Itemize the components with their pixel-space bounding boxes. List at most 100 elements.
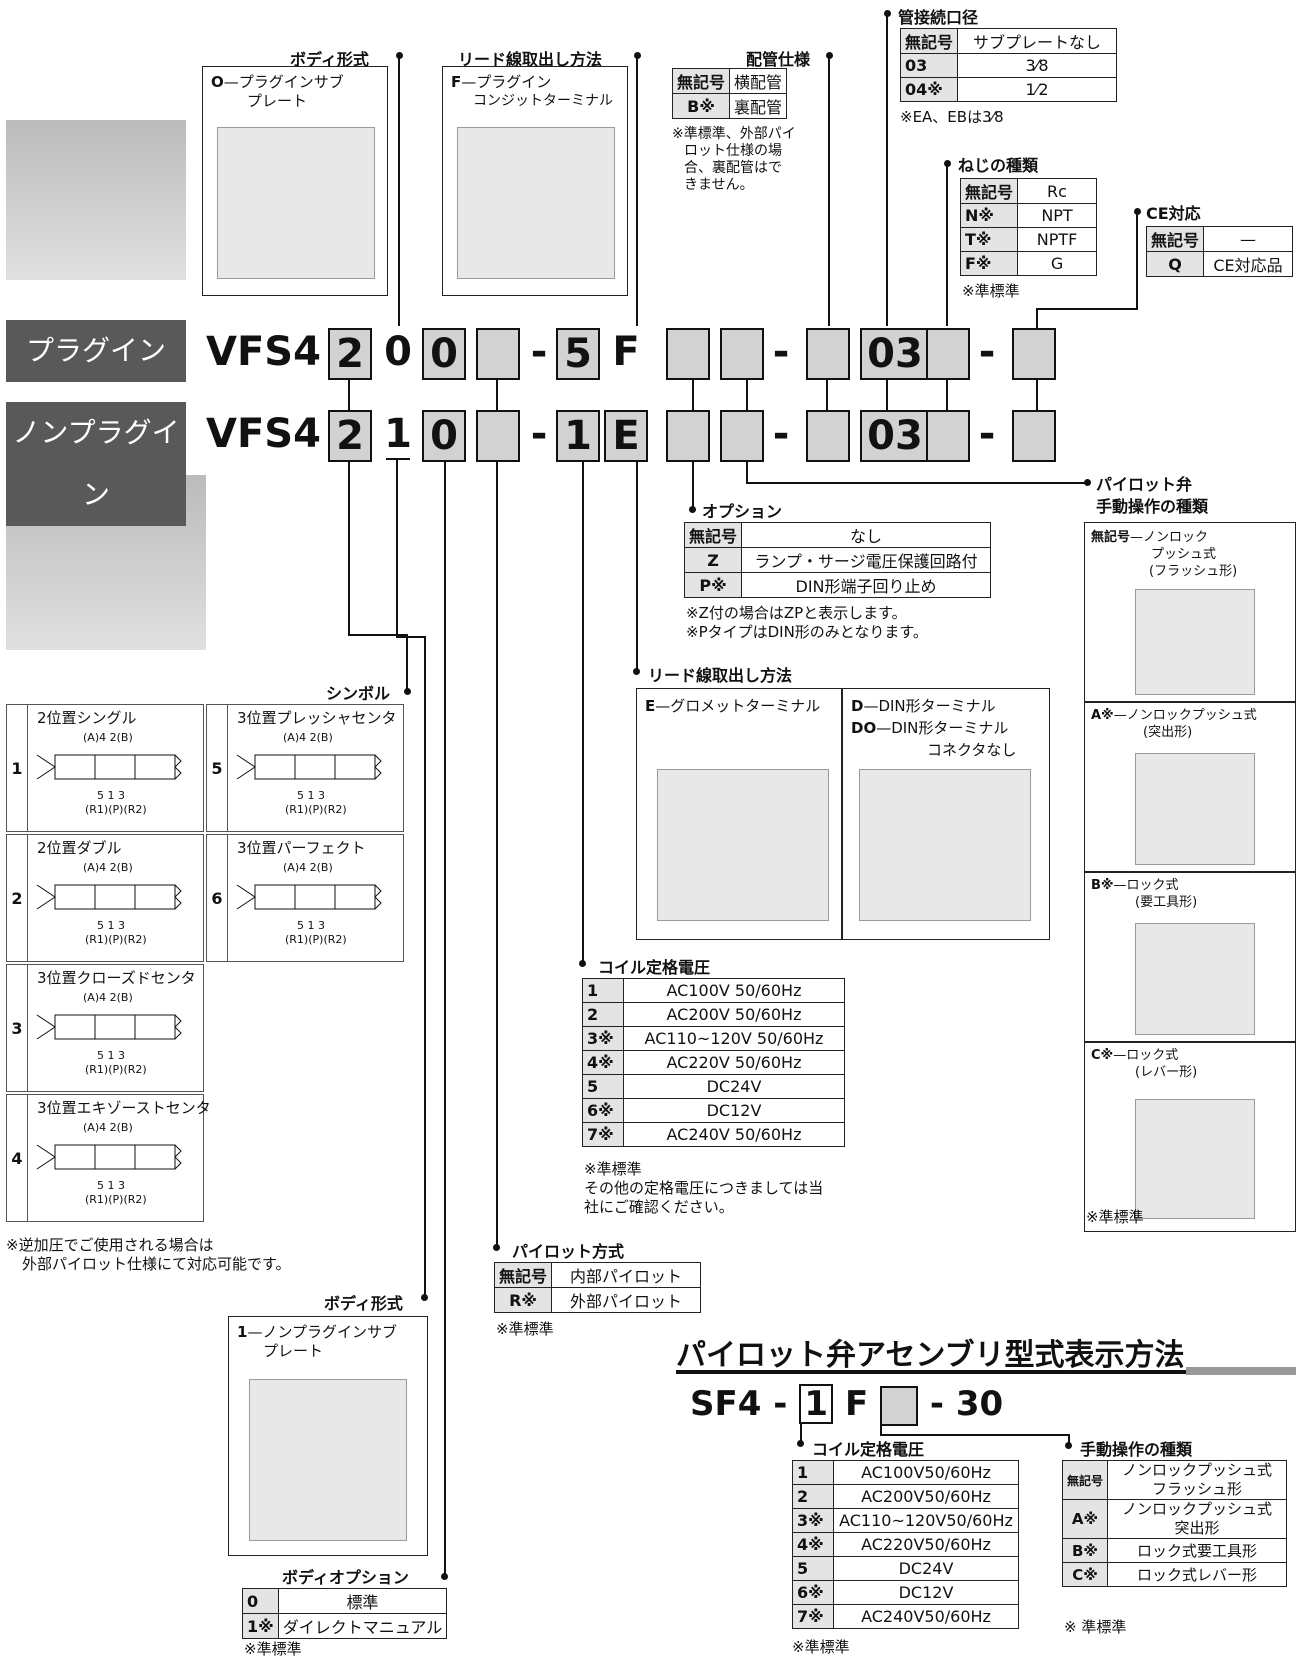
model-code-segment xyxy=(1012,410,1056,462)
pilot-manual-title: パイロット弁手動操作の種類 xyxy=(1096,474,1208,518)
symbol-note: ※逆加圧でご使用される場合は外部パイロット仕様にて対応可能です。 xyxy=(6,1236,291,1274)
manual-lock-tool-illustration xyxy=(1135,923,1255,1035)
model-code-segment: - xyxy=(530,328,548,376)
symbol-title: シンボル xyxy=(326,680,390,704)
assembly-coil-note: ※準標準 xyxy=(792,1638,850,1657)
model-code-segment xyxy=(926,328,970,380)
model-code-segment xyxy=(720,328,764,380)
model-code-segment: 0 xyxy=(378,328,418,376)
model-code-segment: 0 xyxy=(422,328,466,380)
assembly-model-code: SF4 - 1 F - 30 xyxy=(690,1382,1003,1426)
model-code-segment: F xyxy=(604,328,648,376)
model-code-segment: - xyxy=(978,410,996,458)
coil-title: コイル定格電圧 xyxy=(598,954,710,978)
pilot-manual-note: ※準標準 xyxy=(1086,1208,1144,1227)
nonplugin-tag: ノンプラグイン xyxy=(6,402,186,526)
valve-symbol xyxy=(235,747,395,787)
pilot-type-note: ※準標準 xyxy=(496,1320,554,1339)
body-type-top-box: O—プラグインサブ プレート xyxy=(202,66,388,296)
lead-top-box: F—プラグイン コンジットターミナル xyxy=(442,66,628,296)
piping-title: 配管仕様 xyxy=(746,46,810,70)
model-code-segment: - xyxy=(772,410,790,458)
assembly-manual-title: 手動操作の種類 xyxy=(1080,1436,1192,1460)
model-code-segment: - xyxy=(772,328,790,376)
piping-note: ※準標準、外部パイロット仕様の場合、裏配管はできません。 xyxy=(672,126,796,194)
plugin-tag: プラグイン xyxy=(6,320,186,382)
model-code-segment: 5 xyxy=(556,328,600,380)
pilot-manual-box: 無記号—ノンロックプッシュ式(フラッシュ形) A※—ノンロックプッシュ式(突出形… xyxy=(1084,522,1296,1232)
valve-symbol xyxy=(35,1137,195,1177)
manual-lock-lever-illustration xyxy=(1135,1099,1255,1219)
model-code-segment xyxy=(476,328,520,380)
model-code-segment xyxy=(476,410,520,462)
coil-notes: ※準標準その他の定格電圧につきましては当社にご確認ください。 xyxy=(584,1160,823,1217)
lead2-box: E—グロメットターミナル D—DIN形ターミナル DO—DIN形ターミナル コネ… xyxy=(636,688,1050,940)
model-code-segment: 2 xyxy=(328,328,372,380)
valve-symbol xyxy=(35,747,195,787)
model-code-segment xyxy=(806,328,850,380)
model-code-segment: 03 xyxy=(860,410,930,462)
body-option-note: ※準標準 xyxy=(244,1640,302,1659)
plugin-valve-photo xyxy=(6,120,186,280)
din-illustration xyxy=(859,769,1031,921)
model-code-segment: 03 xyxy=(860,328,930,380)
assembly-coil-title: コイル定格電圧 xyxy=(812,1436,924,1460)
lead2-title: リード線取出し方法 xyxy=(648,662,792,686)
body-type-bottom-box: 1—ノンプラグインサブ プレート xyxy=(228,1316,428,1556)
piping-table: 無記号横配管 B※裏配管 xyxy=(672,68,787,119)
pilot-type-title: パイロット方式 xyxy=(512,1238,624,1262)
model-code-segment xyxy=(720,410,764,462)
body-type-bottom-title: ボディ形式 xyxy=(324,1290,403,1314)
model-code-segment: - xyxy=(530,410,548,458)
port-title: 管接続口径 xyxy=(898,4,978,28)
grommet-illustration xyxy=(657,769,829,921)
pilot-type-table: 無記号内部パイロット R※外部パイロット xyxy=(494,1262,701,1313)
model-code-segment xyxy=(666,410,710,462)
port-note: ※EA、EBは3⁄8 xyxy=(900,108,1004,127)
valve-symbol xyxy=(235,877,395,917)
model-prefix: VFS4 xyxy=(206,328,321,376)
assembly-manual-note: ※ 準標準 xyxy=(1064,1618,1126,1637)
model-code-segment: 1 xyxy=(378,410,418,458)
assembly-heading: パイロット弁アセンブリ型式表示方法 xyxy=(676,1330,1185,1374)
valve-symbol xyxy=(35,877,195,917)
model-code-segment xyxy=(1012,328,1056,380)
thread-title: ねじの種類 xyxy=(958,152,1038,176)
model-code-segment: 1 xyxy=(556,410,600,462)
model-code-segment xyxy=(806,410,850,462)
conduit-illustration xyxy=(457,127,615,279)
model-code-segment xyxy=(666,328,710,380)
option-title: オプション xyxy=(702,498,782,522)
model-code-segment xyxy=(926,410,970,462)
model-prefix: VFS4 xyxy=(206,410,321,458)
plugin-subplate-illustration xyxy=(217,127,375,279)
option-notes: ※Z付の場合はZPと表示します。※PタイプはDIN形のみとなります。 xyxy=(686,604,928,642)
nonplugin-subplate-illustration xyxy=(249,1379,407,1541)
thread-note: ※準標準 xyxy=(962,282,1020,301)
model-code-segment: - xyxy=(978,328,996,376)
ce-title: CE対応 xyxy=(1146,200,1201,224)
manual-extended-illustration xyxy=(1135,753,1255,865)
manual-flush-illustration xyxy=(1135,589,1255,695)
model-code-segment: 2 xyxy=(328,410,372,462)
model-code-segment: E xyxy=(604,410,648,462)
assembly-manual-table: 無記号ノンロックプッシュ式フラッシュ形 A※ノンロックプッシュ式突出形 B※ロッ… xyxy=(1062,1460,1287,1587)
valve-symbol xyxy=(35,1007,195,1047)
body-option-title: ボディオプション xyxy=(282,1564,409,1588)
model-code-segment: 0 xyxy=(422,410,466,462)
